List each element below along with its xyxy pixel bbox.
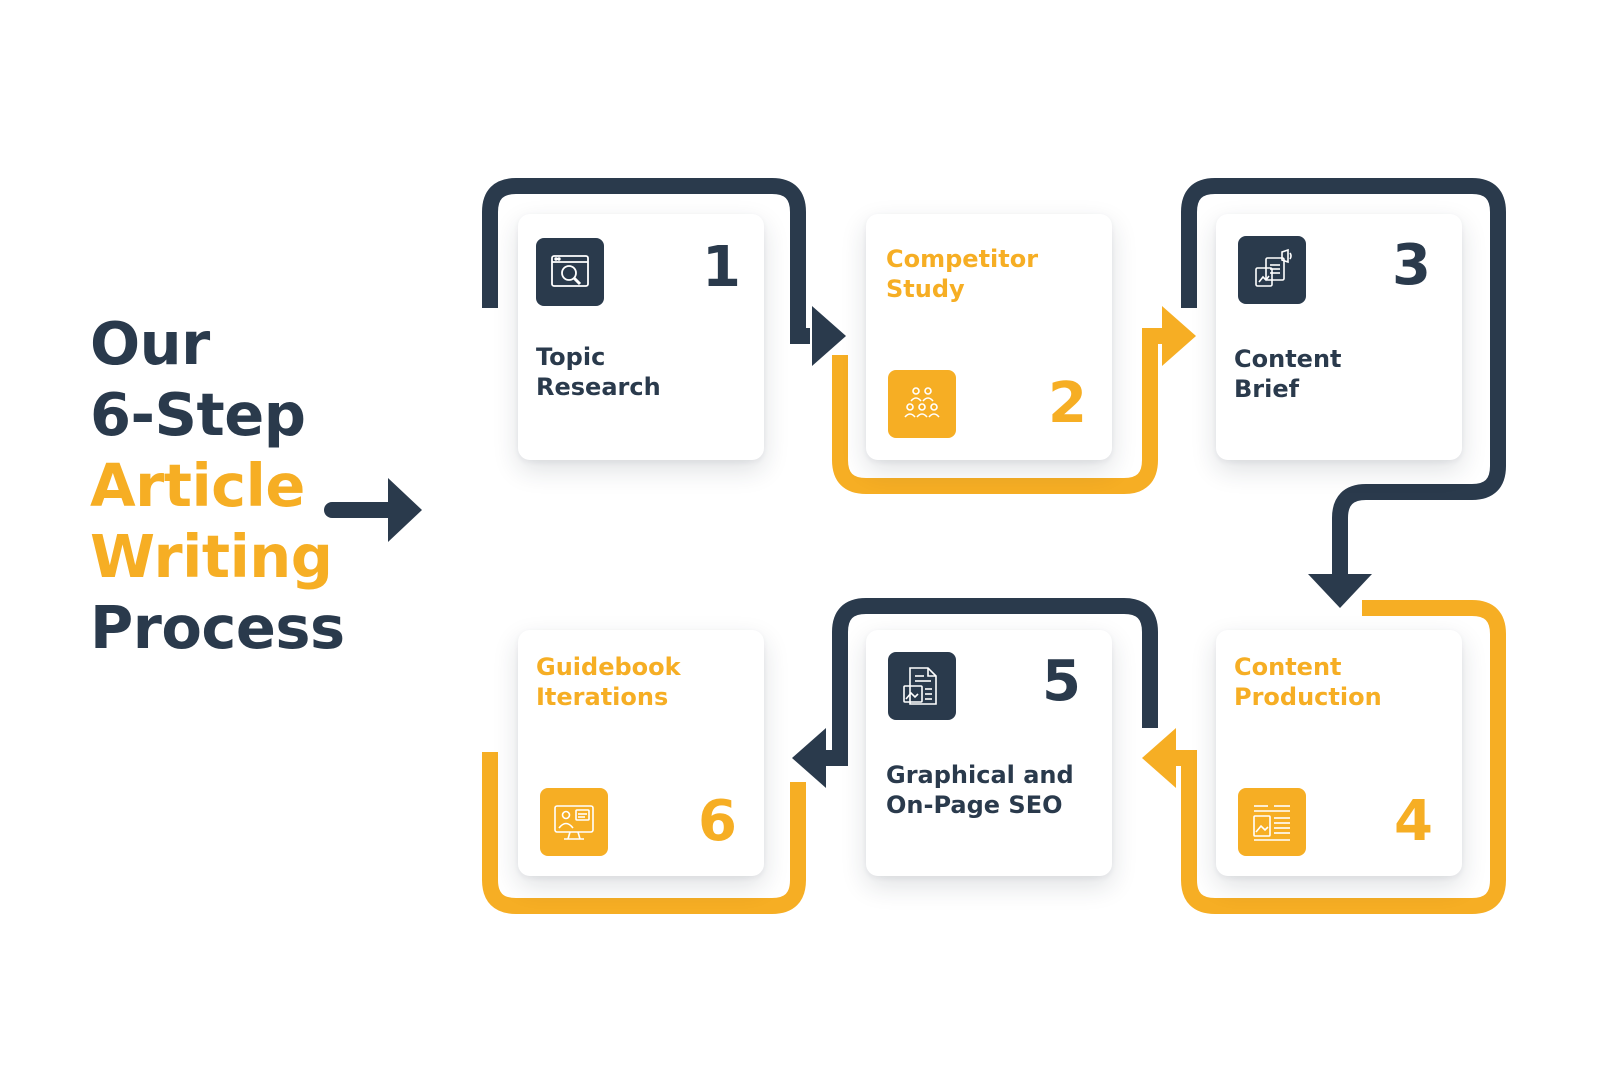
step-label-6: Guidebook Iterations bbox=[536, 653, 681, 711]
step-number-2: 2 bbox=[1048, 371, 1087, 436]
arrow-2-to-3 bbox=[1162, 306, 1196, 366]
connector-step2 bbox=[832, 328, 1162, 494]
title-line-writing: Writing bbox=[90, 522, 333, 591]
step-card-2: Competitor Study 2 bbox=[866, 214, 1112, 460]
title-line-our: Our bbox=[90, 309, 210, 378]
step-number-1: 1 bbox=[702, 235, 741, 300]
step-card-5: 5 Graphical and On-Page SEO bbox=[866, 630, 1112, 876]
step-label-1: Topic Research bbox=[536, 343, 661, 401]
connector-step4 bbox=[1176, 600, 1506, 914]
arrow-1-to-2 bbox=[812, 306, 846, 366]
title-line-6-step: 6-Step bbox=[90, 380, 306, 449]
step-card-1: 1 Topic Research bbox=[518, 214, 764, 460]
arrow-4-to-5 bbox=[1142, 728, 1176, 788]
group-people-icon bbox=[888, 370, 956, 438]
arrow-5-to-6 bbox=[792, 728, 826, 788]
step-label-3: Content Brief bbox=[1234, 345, 1342, 403]
documents-megaphone-icon bbox=[1238, 236, 1306, 304]
arrow-3-to-4 bbox=[1308, 574, 1372, 608]
step-number-5: 5 bbox=[1042, 649, 1081, 714]
step-label-4: Content Production bbox=[1234, 653, 1382, 711]
step-number-6: 6 bbox=[698, 789, 737, 854]
monitor-presenter-icon bbox=[540, 788, 608, 856]
magnifier-window-icon bbox=[536, 238, 604, 306]
title-line-article: Article bbox=[90, 451, 305, 520]
step-card-4: Content Production 4 bbox=[1216, 630, 1462, 876]
step-number-3: 3 bbox=[1392, 233, 1431, 298]
article-layout-icon bbox=[1238, 788, 1306, 856]
title-arrow bbox=[324, 478, 422, 542]
connector-step3 bbox=[1181, 178, 1506, 574]
step-label-2: Competitor Study bbox=[886, 245, 1039, 303]
step-number-4: 4 bbox=[1394, 789, 1433, 854]
connector-step6 bbox=[482, 752, 806, 914]
document-image-icon bbox=[888, 652, 956, 720]
step-card-3: 3 Content Brief bbox=[1216, 214, 1462, 460]
title-line-process: Process bbox=[90, 593, 345, 662]
title-block: Our 6-Step Article Writing Process bbox=[90, 308, 345, 663]
connector-step5 bbox=[826, 598, 1158, 766]
step-card-6: Guidebook Iterations 6 bbox=[518, 630, 764, 876]
connector-step1 bbox=[482, 178, 810, 344]
step-label-5: Graphical and On-Page SEO bbox=[886, 761, 1074, 819]
